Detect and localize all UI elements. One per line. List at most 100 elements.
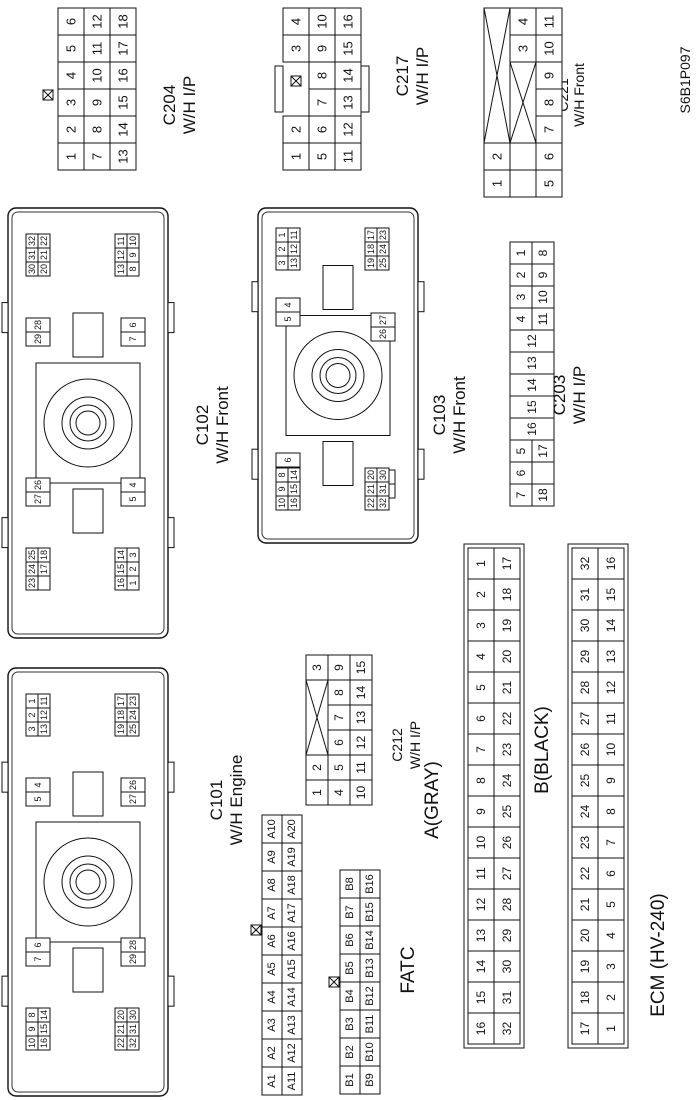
pin-cell (571, 888, 599, 921)
pin-label: 3 (310, 664, 324, 671)
pin-cell (571, 826, 599, 859)
pin-label: 14 (116, 550, 126, 560)
pin-group: 67 (25, 937, 51, 967)
pin-label: 10 (27, 1038, 37, 1048)
pin-label: 4 (289, 18, 304, 25)
pin-label: B13 (364, 958, 376, 978)
pin-label: 15 (39, 1024, 49, 1034)
pin-label: 24 (128, 710, 138, 720)
pin-label: 15 (474, 991, 488, 1005)
pin-label: 1 (27, 698, 37, 703)
pin-label: 29 (33, 334, 43, 344)
pin-label: 15 (116, 95, 131, 109)
pin-label: 21 (500, 681, 514, 695)
pin-label: 14 (604, 619, 618, 633)
pin-label: 9 (128, 252, 138, 257)
pin-label: 22 (366, 498, 376, 508)
pin-label: 13 (39, 724, 49, 734)
pin-label: 3 (516, 45, 531, 52)
housing-tab (1, 975, 9, 1007)
pin-label: 23 (128, 696, 138, 706)
pin-cell (535, 142, 563, 171)
pin-label: 18 (500, 588, 514, 602)
pin-label: 27 (33, 494, 43, 504)
pin-cell (467, 547, 495, 580)
ecm-b-label: B(BLACK) (532, 706, 553, 794)
pin-label: 5 (332, 764, 346, 771)
pin-cell (120, 331, 146, 347)
pin-cell (308, 115, 336, 144)
pin-label: 13 (116, 149, 131, 163)
pin-label: 24 (27, 564, 37, 574)
pin-label: 28 (128, 940, 138, 950)
blank-cross (509, 61, 537, 144)
pin-label: 7 (474, 746, 488, 753)
c217-location: W/H I/P (413, 47, 432, 106)
pin-label: 6 (64, 18, 79, 25)
pin-label: 25 (27, 550, 37, 560)
guide-block (322, 265, 354, 310)
pin-label: A15 (286, 959, 298, 979)
pin-label: A17 (286, 903, 298, 923)
pin-label: 31 (500, 991, 514, 1005)
pin-label: 17 (536, 444, 550, 458)
pin-group: 67 (120, 317, 146, 347)
pin-cell (120, 791, 146, 807)
guide-block (72, 947, 104, 993)
pin-label: 9 (277, 486, 287, 491)
pin-cell (126, 575, 140, 591)
pin-label: B3 (344, 1017, 356, 1030)
pin-label: 30 (500, 960, 514, 974)
pin-cell (109, 142, 137, 171)
pin-label: 10 (536, 290, 550, 304)
pin-cell (37, 261, 51, 277)
pin-label: A5 (266, 962, 278, 975)
pin-label: A4 (266, 990, 278, 1003)
pin-label: 4 (283, 302, 293, 307)
pin-label: 30 (27, 264, 37, 274)
pin-label: 6 (542, 153, 557, 160)
pin-label: 30 (578, 619, 592, 633)
pin-label: 2 (64, 126, 79, 133)
pin-cell (509, 142, 537, 171)
pin-label: B10 (364, 1042, 376, 1062)
pin-label: A8 (266, 878, 278, 891)
pin-label: 26 (378, 329, 388, 339)
pin-label: 32 (500, 1022, 514, 1036)
pin-label: 12 (90, 14, 105, 28)
pin-label: 23 (27, 578, 37, 588)
pin-group: 45 (25, 777, 51, 807)
pin-cell (467, 888, 495, 921)
pin-cell (334, 115, 362, 144)
pin-label: 10 (474, 836, 488, 850)
pin-cell (535, 115, 563, 144)
pin-label: B16 (364, 874, 376, 894)
pin-cell (120, 951, 146, 967)
pin-cell (83, 88, 111, 117)
pin-label: 25 (378, 258, 388, 268)
pin-cell (282, 142, 310, 171)
pin-label: A6 (266, 934, 278, 947)
pin-label: B14 (364, 930, 376, 950)
pin-cell (493, 826, 521, 859)
pin-cell (571, 981, 599, 1014)
pin-label: 23 (500, 743, 514, 757)
pin-label: 18 (366, 244, 376, 254)
pin-cell (83, 142, 111, 171)
guide-block (72, 312, 104, 358)
pin-cell (571, 857, 599, 890)
pin-cell (25, 331, 51, 347)
pin-cell (597, 1012, 625, 1045)
pin-label: 15 (354, 661, 368, 675)
pin-cell (25, 491, 51, 507)
pin-cell (282, 34, 310, 63)
pin-label: B5 (344, 961, 356, 974)
pin-label: 11 (604, 712, 618, 725)
pin-cell (493, 702, 521, 735)
